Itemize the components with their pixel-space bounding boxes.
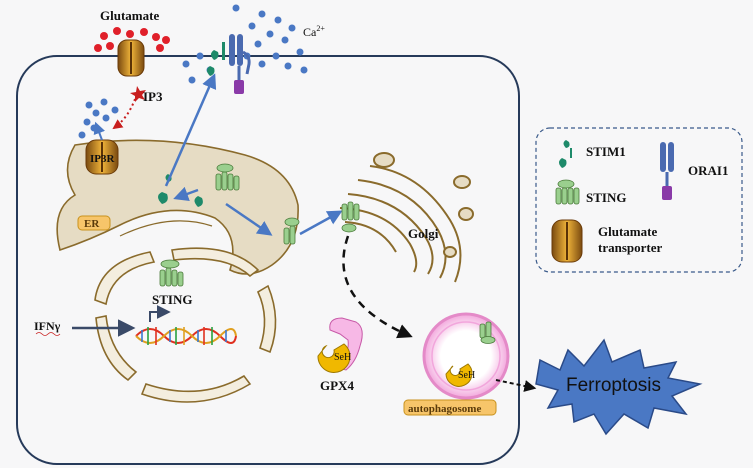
sting-to-golgi-arrow xyxy=(299,210,343,236)
gpx4-in-autophagosome-icon xyxy=(445,363,473,387)
legend-stim1-icon xyxy=(559,140,572,168)
legend-glutamate-transporter-label-2: transporter xyxy=(598,240,662,255)
ip3r-receptor xyxy=(85,139,119,175)
dna-helix xyxy=(135,327,237,345)
sting-on-er xyxy=(215,163,240,191)
legend-stim1-label: STIM1 xyxy=(586,144,626,159)
transcription-start-arrow xyxy=(149,305,171,322)
glutamate-transporter xyxy=(117,39,145,77)
legend-sting-label: STING xyxy=(586,190,626,205)
calcium-ions-extracellular xyxy=(182,4,308,84)
sting-label: STING xyxy=(152,292,192,307)
er-label: ER xyxy=(84,218,100,230)
ifn-gamma-label: IFNγ xyxy=(34,319,61,333)
legend-orai1-label: ORAI1 xyxy=(688,163,728,178)
autophagosome-label-tag xyxy=(403,399,497,416)
autophagosome-seh-label: SeH xyxy=(458,370,475,381)
legend-box xyxy=(535,127,743,273)
golgi-apparatus xyxy=(339,152,474,283)
ferroptosis-label: Ferroptosis xyxy=(566,375,661,396)
stim1-er-arrow xyxy=(173,186,199,201)
legend-glutamate-transporter-icon xyxy=(551,219,583,263)
sting-translocation-arrow xyxy=(225,202,273,236)
legend-orai1-icon xyxy=(660,142,674,200)
er-label-tag xyxy=(77,215,111,231)
sting-in-autophagosome xyxy=(479,321,496,344)
sting-on-golgi xyxy=(341,201,360,233)
ip3-to-ip3r-arrow xyxy=(112,98,136,130)
autophagosome-to-ferroptosis-arrow xyxy=(495,379,537,392)
orai1-channel xyxy=(229,34,251,94)
ip3r-calcium-release-arrow xyxy=(93,121,105,141)
er-inner-fold xyxy=(119,220,213,237)
golgi-label: Golgi xyxy=(408,226,439,241)
ferroptosis-burst xyxy=(535,338,703,436)
ip3-label: IP3 xyxy=(143,89,163,104)
stim1-to-orai1-arrow xyxy=(164,73,217,187)
ip3-star-icon xyxy=(130,86,146,102)
sting-vesicle xyxy=(283,217,300,245)
ip3r-label: IP3R xyxy=(90,153,116,165)
gpx4-label: GPX4 xyxy=(320,378,354,393)
ifn-gamma-underline xyxy=(35,332,61,336)
sting-near-nucleus xyxy=(159,259,184,287)
golgi-to-autophagosome-arrow xyxy=(342,235,413,339)
calcium-label: Ca2+ xyxy=(303,24,325,39)
legend-glutamate-transporter-label-1: Glutamate xyxy=(598,224,657,239)
gpx4-seh-label: SeH xyxy=(334,352,351,363)
glutamate-molecules xyxy=(94,27,170,52)
legend-sting-icon xyxy=(555,179,580,205)
autophagosome xyxy=(422,312,510,400)
endoplasmic-reticulum xyxy=(56,139,299,275)
nucleus xyxy=(94,247,277,403)
gpx4-enzyme xyxy=(317,317,363,373)
autophagosome-label: autophagosome xyxy=(408,403,481,415)
glutamate-label: Glutamate xyxy=(100,8,159,23)
stim1-at-membrane xyxy=(207,42,225,76)
cell-membrane xyxy=(16,55,520,465)
